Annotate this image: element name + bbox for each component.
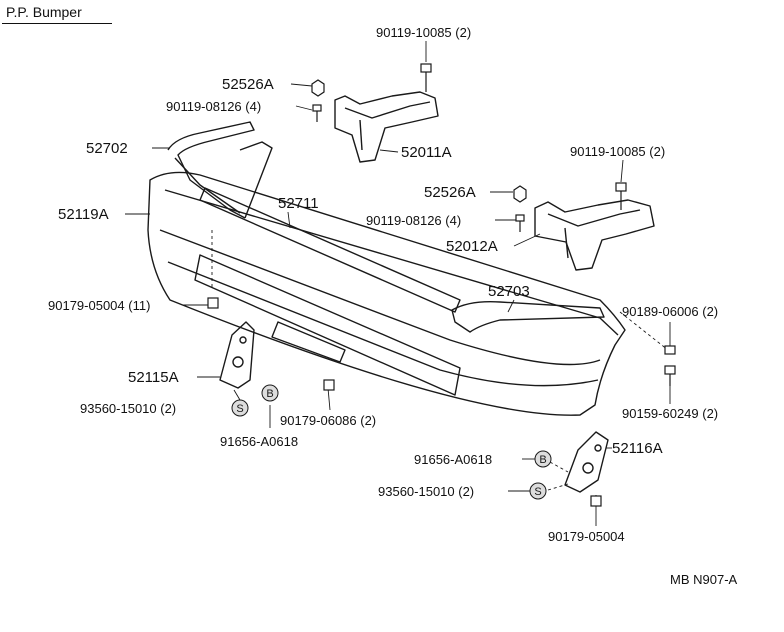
rivet-left-symbol-icon [231,399,249,417]
nut-06086-icon [323,379,335,391]
label-93560-15010-right: 93560-15010 (2) [378,484,475,499]
label-90119-10085-left: 90119-10085 (2) [376,25,472,40]
label-90119-08126-right: 90119-08126 (4) [366,213,462,228]
label-90119-08126-left: 90119-08126 (4) [166,99,262,114]
bracket-52011A [334,91,439,163]
label-52119A: 52119A [58,206,109,223]
bolt-10085-left-icon [420,63,432,92]
bolt-08126-left-icon [312,104,322,122]
stay-52115A [219,321,255,389]
clip-right-symbol-text: B [539,454,546,466]
label-52526A-right: 52526A [424,184,476,201]
drawing-reference: MB N907-A [670,572,738,587]
label-93560-15010-left: 93560-15010 (2) [80,401,177,416]
clip-05004-left-icon [207,297,219,309]
bolt-08126-right-icon [515,214,525,232]
bumper-cover-groove [159,229,601,366]
clip-left-symbol-icon [261,384,279,402]
retainer-52702 [167,121,255,219]
bolt-10085-right-icon [615,182,627,210]
label-91656-A0618-left: 91656-A0618 [220,434,299,449]
stay-52116A [564,431,609,493]
strip-52711 [199,187,461,313]
retainer-52703 [451,300,605,333]
nut-52526A-right-icon [513,185,527,203]
rivet-right-symbol-text: S [534,486,541,498]
bolt-06006-icon [664,345,676,355]
clip-05004-right-icon [590,495,602,507]
bumper-cover-upper-edge [164,189,619,336]
clip-left-symbol-text: B [266,388,273,400]
label-52526A-left: 52526A [222,76,274,93]
label-90159-60249: 90159-60249 (2) [622,406,719,421]
screw-60249-icon [664,365,676,386]
label-52011A: 52011A [401,144,452,161]
rivet-right-symbol-icon [529,482,547,500]
rivet-left-symbol-text: S [236,403,243,415]
bumper-cover [147,171,626,416]
label-91656-A0618-right: 91656-A0618 [414,452,493,467]
diagram-title: P.P. Bumper [6,4,82,20]
retainer-52702-bracket [239,141,273,219]
label-90179-06086: 90179-06086 (2) [280,413,377,428]
bracket-52012A [534,199,655,271]
label-90189-06006: 90189-06006 (2) [622,304,719,319]
label-52711: 52711 [278,195,319,212]
bumper-cover-groove-lower [167,261,599,387]
clip-right-symbol-icon [534,450,552,468]
label-52116A: 52116A [612,440,663,457]
label-52012A: 52012A [446,238,498,255]
label-90179-05004: 90179-05004 [548,529,625,544]
bumper-lower-recess [194,254,461,396]
label-52702: 52702 [86,140,128,157]
label-52115A: 52115A [128,369,179,386]
label-90119-10085-right: 90119-10085 (2) [570,144,666,159]
license-plate-recess [271,321,346,363]
nut-52526A-left-icon [311,79,325,97]
title-underline [2,23,112,24]
label-90179-05004-11: 90179-05004 (11) [48,298,151,313]
label-52703: 52703 [488,283,530,300]
